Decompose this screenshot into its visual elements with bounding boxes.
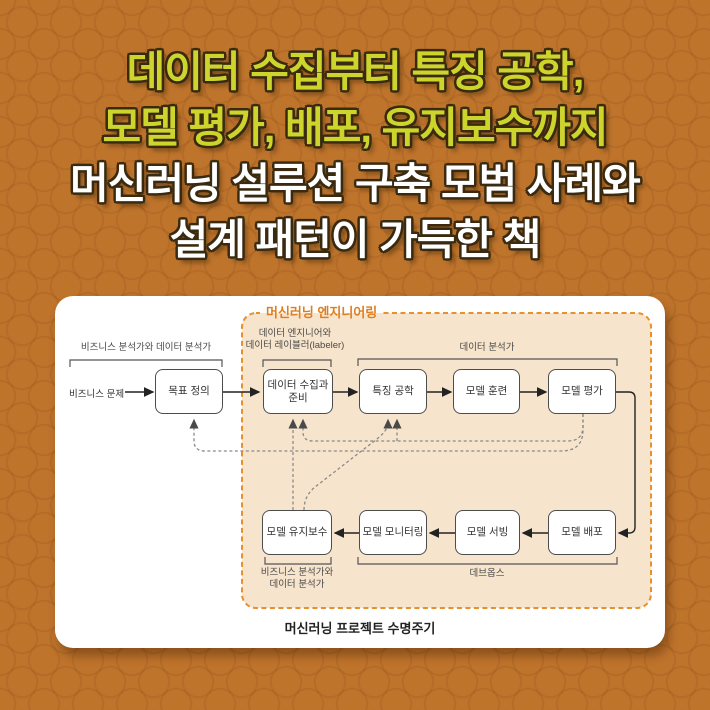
role-brackets [69,358,618,565]
business-problem-label: 비즈니스 문제 [69,389,125,400]
role-devops: 데브옵스 [469,568,505,579]
headline-line-1: 데이터 수집부터 특징 공학, [126,48,585,95]
diagram-caption: 머신러닝 프로젝트 수명주기 [284,621,436,636]
box-model-maintenance: 모델 유지보수 [262,510,332,555]
ml-engineering-region-outline [241,312,652,609]
lifecycle-diagram-card: 머신러닝 엔지니어링 비즈니스 분석가와 데이터 분석가 데이터 엔지니어와 데… [55,296,665,648]
box-model-serving: 모델 서빙 [455,510,520,555]
role-data-engineer-labeler: 데이터 엔지니어와 데이터 레이블러(labeler) [245,328,345,351]
bracket-business-analyst-bottom [264,557,332,565]
box-model-deployment: 모델 배포 [548,510,616,555]
role-business-data-analyst: 비즈니스 분석가와 데이터 분석가 [80,342,212,353]
box-model-evaluation: 모델 평가 [548,369,616,414]
role-data-analyst: 데이터 분석가 [459,342,515,353]
headline-line-3: 머신러닝 설루션 구축 모범 사례와 [70,160,641,207]
bracket-business-analyst-top [69,359,223,367]
box-feature-engineering: 특징 공학 [359,369,427,414]
headline-line-2: 모델 평가, 배포, 유지보수까지 [102,104,608,151]
bracket-devops [357,557,618,565]
dashed-feedback-arrows [189,414,584,511]
headline: 데이터 수집부터 특징 공학, 모델 평가, 배포, 유지보수까지 머신러닝 설… [0,44,710,268]
bracket-data-engineer [262,359,332,367]
headline-line-4: 설계 패턴이 가득한 책 [169,216,542,263]
box-goal-definition: 목표 정의 [155,369,223,414]
box-model-training: 모델 훈련 [453,369,520,414]
bracket-data-analyst [357,358,618,366]
box-data-collection: 데이터 수집과 준비 [263,369,333,414]
box-model-monitoring: 모델 모니터링 [359,510,427,555]
role-business-analyst-bottom: 비즈니스 분석가와 데이터 분석가 [260,567,334,590]
ml-engineering-region-label: 머신러닝 엔지니어링 [260,304,384,322]
